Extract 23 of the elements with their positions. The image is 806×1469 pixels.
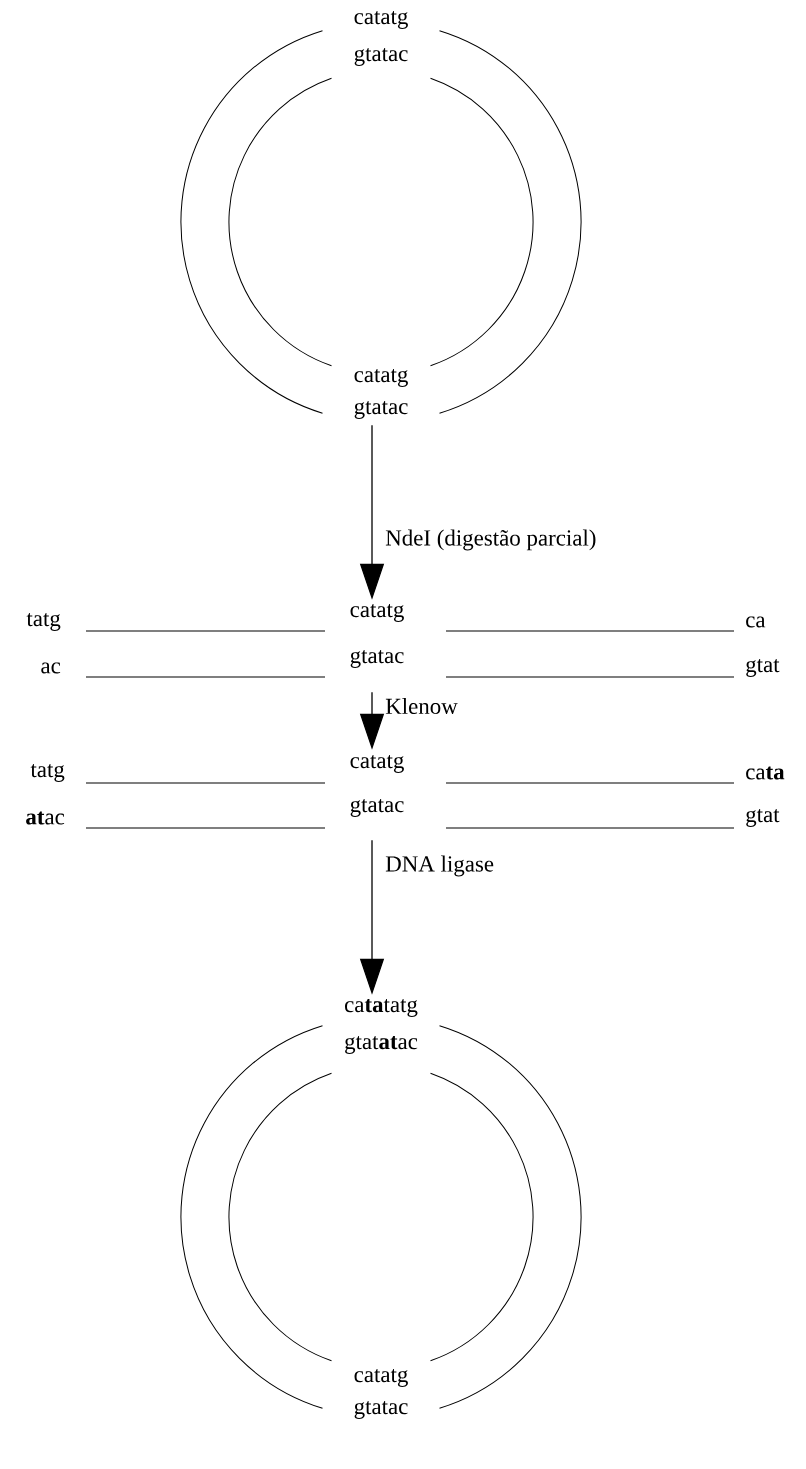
- edge-label: Klenow: [385, 697, 458, 715]
- edge-label: NdeI (digestão parcial): [385, 529, 596, 551]
- edge-label: DNA ligase: [385, 855, 494, 877]
- sequence-label: tatg: [26, 613, 61, 631]
- sequence-label: catatg: [354, 11, 408, 29]
- sequence-label: tatg: [30, 764, 65, 782]
- sequence-label: gtatac: [350, 799, 404, 817]
- sequence-label: catatg: [350, 604, 404, 622]
- sequence-label: cata: [746, 766, 785, 780]
- sequence-label: gtatac: [354, 48, 408, 66]
- sequence-label: gtatac: [350, 650, 404, 668]
- sequence-label: ca: [746, 616, 766, 628]
- sequence-label: atac: [26, 811, 65, 825]
- sequence-label: ac: [41, 662, 61, 674]
- sequence-label: gtat: [746, 809, 780, 827]
- sequence-label: catatg: [354, 1369, 408, 1387]
- sequence-label: gtatac: [354, 1401, 408, 1419]
- sequence-label: gtatac: [354, 401, 408, 419]
- sequence-label: catatatg: [345, 999, 418, 1017]
- sequence-label: gtatatac: [345, 1036, 418, 1054]
- sequence-label: catatg: [350, 755, 404, 773]
- sequence-label: gtat: [746, 659, 780, 677]
- sequence-label: catatg: [354, 369, 408, 387]
